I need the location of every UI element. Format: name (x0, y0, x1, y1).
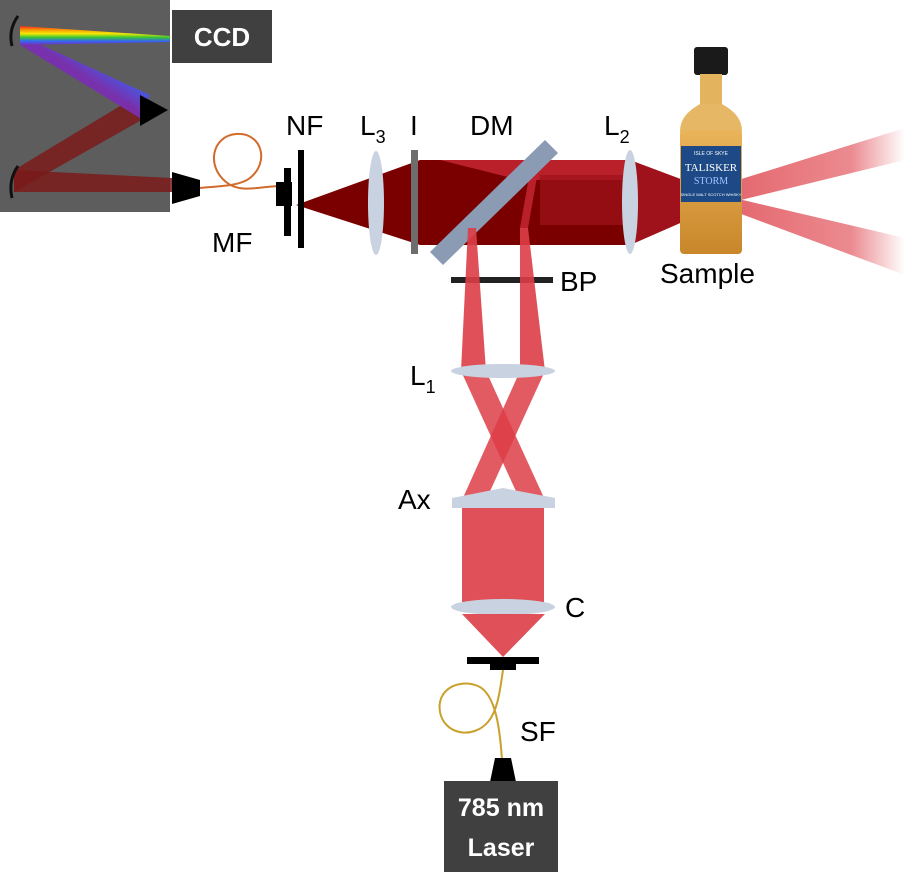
ccd-detector: CCD (172, 10, 272, 63)
bottle-label (681, 146, 741, 202)
l1-label: L1 (410, 360, 436, 397)
ccd-box (172, 10, 272, 63)
mf-fiber-path (199, 132, 281, 190)
excitation-horizontal (540, 175, 630, 225)
beam-crossing-right (461, 371, 545, 500)
ax-label: Ax (398, 484, 431, 515)
bottle-label-brand: TALISKER (685, 162, 738, 174)
l2-label: L2 (604, 110, 630, 147)
spectrometer (0, 0, 200, 212)
spectrometer-input-beam (14, 170, 172, 192)
lens-l1 (451, 364, 555, 378)
l2-label-sub: 2 (620, 127, 630, 147)
sample-bottle: ISLE OF SKYE TALISKER STORM SINGLE MALT … (680, 47, 742, 254)
beam-to-sample (630, 160, 710, 245)
bottle-label-name: STORM (694, 176, 728, 187)
multimode-fiber: MF (199, 132, 292, 258)
collimated-beam (462, 506, 544, 607)
bandpass-filter (451, 277, 553, 283)
mf-tip-plate (284, 168, 291, 236)
bottle-neck (700, 74, 722, 106)
dichroic-mirror (430, 140, 558, 265)
lens-l2 (622, 150, 638, 254)
laser-label-line1: 785 nm (458, 794, 544, 822)
iris (411, 150, 418, 254)
laser-box (444, 781, 558, 872)
bottle-label-small-bottom: SINGLE MALT SCOTCH WHISKY (681, 192, 742, 197)
l2-label-main: L (604, 110, 620, 141)
bottle-shoulder (680, 104, 742, 132)
l3-label: L3 (360, 110, 386, 147)
excitation-beam-b (520, 160, 540, 228)
c-label: C (565, 592, 585, 623)
spectrometer-mirror-top (9, 15, 20, 47)
dm-label: DM (470, 110, 514, 141)
l1-label-main: L (410, 360, 426, 391)
lens-c (451, 599, 555, 615)
lens-l3 (368, 151, 384, 255)
bottle-label-small-top: ISLE OF SKYE (694, 151, 729, 157)
laser-connector-icon (490, 758, 516, 782)
laser-label-line2: Laser (468, 834, 535, 862)
sf-fiber-path (438, 669, 504, 761)
spectrometer-mirror-bottom (9, 165, 20, 199)
sample-label: Sample (660, 258, 755, 289)
l3-label-sub: 3 (376, 127, 386, 147)
notch-filter (298, 150, 304, 248)
nf-label: NF (286, 110, 323, 141)
sf-tip-plate (467, 657, 539, 664)
laser-source: 785 nm Laser (444, 781, 558, 872)
ccd-label: CCD (194, 22, 250, 52)
fiber-connector-icon (172, 172, 200, 204)
dispersed-spectrum-lower (20, 35, 150, 118)
beam-l1-to-dm-left (461, 228, 486, 371)
sf-tip-mount (490, 662, 516, 670)
bottle-cap (694, 47, 728, 75)
dispersed-spectrum-upper (20, 26, 170, 45)
exit-beam-down (690, 190, 905, 275)
l3-label-main: L (360, 110, 376, 141)
axicon (452, 488, 555, 508)
bp-label: BP (560, 266, 597, 297)
mf-label: MF (212, 227, 252, 258)
grating-icon (140, 95, 168, 126)
spectrometer-fold-beam (14, 100, 145, 192)
exit-beam-up (690, 128, 905, 210)
beam-l1-to-dm-right (520, 228, 545, 371)
divergent-cone (462, 614, 545, 657)
collection-cone (296, 160, 420, 245)
l1-label-sub: 1 (426, 377, 436, 397)
sf-label: SF (520, 716, 556, 747)
iris-label: I (410, 110, 418, 141)
